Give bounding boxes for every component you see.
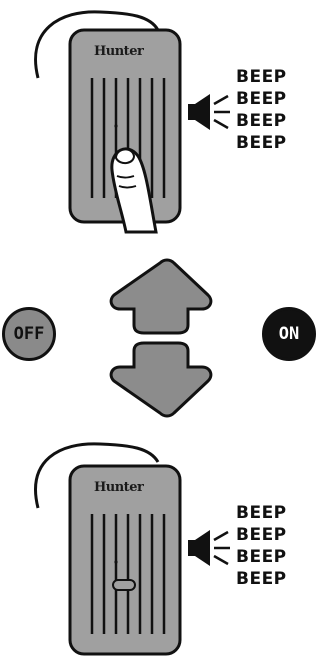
- speaker-icon: [188, 94, 230, 130]
- beep-list: BEEP BEEP BEEP BEEP: [236, 66, 287, 154]
- down-arrow-icon: [111, 343, 211, 416]
- remote-grille: [92, 514, 164, 634]
- remote-button: [113, 580, 135, 590]
- on-label: ON: [279, 324, 299, 344]
- off-label: OFF: [14, 324, 45, 344]
- led-indicator: [114, 124, 117, 127]
- beep-text: BEEP: [236, 568, 287, 590]
- beep-text: BEEP: [236, 502, 287, 524]
- beep-text: BEEP: [236, 88, 287, 110]
- beep-text: BEEP: [236, 524, 287, 546]
- beep-list: BEEP BEEP BEEP BEEP: [236, 502, 287, 590]
- bottom-remote-panel: Hunter BEEP BEEP BEEP BEEP: [0, 440, 323, 659]
- toggle-panel: OFF ON: [0, 255, 323, 420]
- top-remote-panel: Hunter BEEP BEEP BEEP BEEP: [0, 0, 323, 235]
- brand-logo: Hunter: [94, 480, 143, 495]
- beep-text: BEEP: [236, 546, 287, 568]
- led-indicator: [114, 560, 117, 563]
- on-button[interactable]: ON: [262, 307, 316, 361]
- beep-text: BEEP: [236, 66, 287, 88]
- off-button[interactable]: OFF: [2, 307, 56, 361]
- speaker-icon: [188, 530, 230, 566]
- beep-text: BEEP: [236, 110, 287, 132]
- beep-text: BEEP: [236, 132, 287, 154]
- brand-logo: Hunter: [94, 44, 143, 59]
- up-arrow-icon: [111, 260, 211, 333]
